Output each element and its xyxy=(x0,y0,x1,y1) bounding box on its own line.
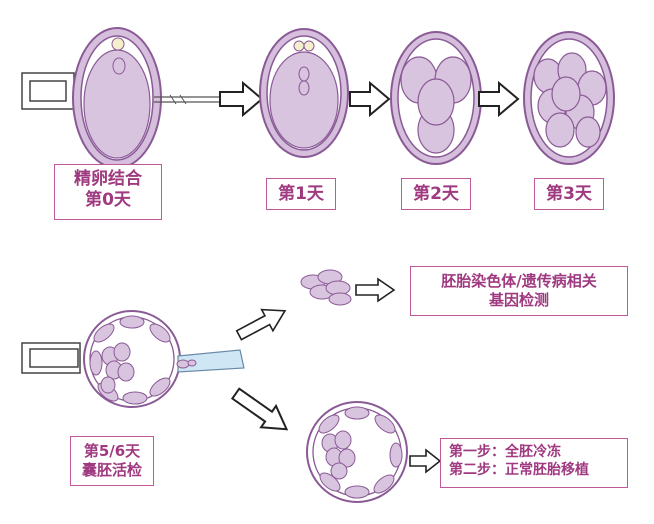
blastocyst-remaining xyxy=(306,401,408,503)
label-genetic-line2: 基因检测 xyxy=(488,290,549,309)
label-step2: 第二步：正常胚胎移植 xyxy=(449,461,589,478)
arrow-to-genetic-test xyxy=(355,277,396,303)
label-biopsy-line2: 囊胚活检 xyxy=(81,460,142,479)
embryo-day2 xyxy=(390,31,482,165)
label-day1: 第1天 xyxy=(266,178,336,210)
label-fertilization-day0: 精卵结合 第0天 xyxy=(54,164,162,220)
biopsy-pipette xyxy=(176,349,245,373)
arrow-right-2 xyxy=(349,80,391,118)
holding-pipette-top xyxy=(21,72,75,110)
label-biopsy-day5-6: 第5/6天 囊胚活检 xyxy=(70,436,154,486)
label-day3: 第3天 xyxy=(534,178,604,210)
arrow-down-right xyxy=(230,387,289,431)
injection-needle xyxy=(154,94,220,105)
holding-pipette-bottom xyxy=(21,342,81,374)
arrow-up-right xyxy=(235,308,287,341)
label-biopsy-line1: 第5/6天 xyxy=(83,442,141,460)
biopsied-cells xyxy=(300,269,352,306)
blastocyst-biopsy xyxy=(83,310,181,408)
arrow-to-steps xyxy=(409,448,442,474)
label-fertilization-line2: 第0天 xyxy=(85,190,131,211)
arrow-right-1 xyxy=(219,80,264,118)
zygote-day0 xyxy=(72,27,162,169)
label-genetic-line1: 胚胎染色体/遗传病相关 xyxy=(441,272,597,290)
arrow-right-3 xyxy=(478,80,520,118)
label-day2: 第2天 xyxy=(401,178,471,210)
label-steps: 第一步：全胚冷冻 第二步：正常胚胎移植 xyxy=(440,438,628,488)
label-step1: 第一步：全胚冷冻 xyxy=(449,444,561,460)
embryo-day3 xyxy=(523,31,615,165)
label-fertilization-line1: 精卵结合 xyxy=(74,169,142,189)
label-genetic-test: 胚胎染色体/遗传病相关 基因检测 xyxy=(410,266,628,316)
embryo-day1 xyxy=(259,28,349,158)
